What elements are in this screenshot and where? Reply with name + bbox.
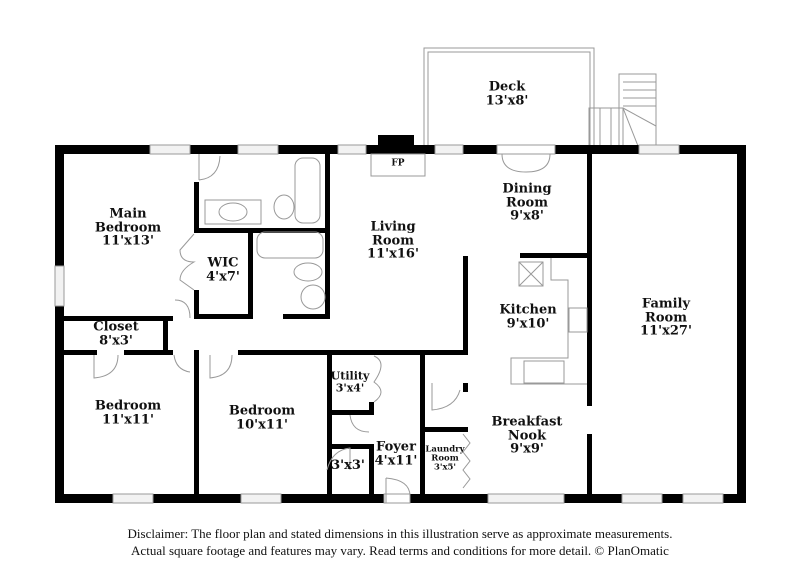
room-dims: 3'x4' <box>335 381 365 394</box>
room-name: Bedroom <box>94 398 162 414</box>
room-dims: 8'x3' <box>99 333 133 348</box>
disclaimer: Disclaimer: The floor plan and stated di… <box>0 525 800 559</box>
deck-door-swing <box>370 153 551 177</box>
windows <box>54 144 724 504</box>
room-label-main-bedroom: Main Bedroom 11'x13' <box>94 206 162 249</box>
room-name: Living <box>370 219 416 235</box>
room-name: Dining <box>502 181 552 197</box>
room-dims: 3'x3' <box>331 458 365 474</box>
room-label-wic: WIC 4'x7' <box>206 256 240 283</box>
room-name: Room <box>431 453 459 464</box>
room-dims: 13'x8' <box>485 93 529 108</box>
room-label-bedroom-2: Bedroom 10'x11' <box>229 404 295 431</box>
room-name: Foyer <box>376 439 416 455</box>
room-name: Bedroom <box>228 403 296 419</box>
room-name: Main <box>109 206 147 222</box>
room-label-laundry: Laundry Room 3'x5' <box>425 444 465 473</box>
interior-walls <box>55 154 592 503</box>
disclaimer-line-1: Disclaimer: The floor plan and stated di… <box>127 526 673 541</box>
room-name: Breakfast <box>491 414 563 430</box>
room-name: Kitchen <box>499 302 557 318</box>
room-dims: 9'x9' <box>510 441 544 457</box>
room-name: Laundry <box>425 444 465 455</box>
doors-and-fixtures <box>93 154 588 503</box>
room-dims: 3'x5' <box>433 462 457 473</box>
room-label-utility: Utility 3'x4' <box>331 370 370 393</box>
room-dims: 4'x11' <box>374 453 418 468</box>
room-name: Utility <box>330 369 370 383</box>
deck-door <box>496 144 556 155</box>
room-label-dining-room: Dining Room 9'x8' <box>502 181 552 224</box>
room-label-fireplace: FP <box>391 158 405 169</box>
room-label-small-closet: 3'x3' <box>331 459 365 473</box>
room-name: Room <box>372 233 414 249</box>
room-dims: 4'x7' <box>206 269 240 284</box>
stairs-icon <box>588 73 657 147</box>
room-name: WIC <box>207 255 239 271</box>
room-dims: 10'x11' <box>236 417 288 432</box>
disclaimer-line-2: Actual square footage and features may v… <box>131 543 669 558</box>
room-name: Deck <box>488 79 526 95</box>
room-label-family-room: Family Room 11'x27' <box>640 296 692 339</box>
room-label-foyer: Foyer 4'x11' <box>375 440 418 467</box>
room-name: Room <box>645 310 687 326</box>
room-name: Family <box>641 296 691 312</box>
room-label-kitchen: Kitchen 9'x10' <box>499 303 556 330</box>
room-label-bedroom-1: Bedroom 11'x11' <box>95 399 161 426</box>
room-dims: 11'x13' <box>102 233 154 249</box>
room-label-deck: Deck 13'x8' <box>486 80 529 107</box>
room-dims: 9'x8' <box>510 208 544 224</box>
room-name: Nook <box>507 428 547 444</box>
room-name: Closet <box>93 319 139 335</box>
room-name: Bedroom <box>94 220 162 236</box>
room-label-living-room: Living Room 11'x16' <box>367 219 419 262</box>
room-name: Room <box>506 195 548 211</box>
room-dims: 11'x16' <box>367 246 419 262</box>
room-dims: 11'x11' <box>102 412 154 427</box>
room-dims: 9'x10' <box>506 316 550 331</box>
room-dims: 11'x27' <box>640 323 692 339</box>
room-label-closet: Closet 8'x3' <box>93 320 139 347</box>
room-label-breakfast-nook: Breakfast Nook 9'x9' <box>491 414 563 457</box>
room-name: FP <box>391 158 405 169</box>
